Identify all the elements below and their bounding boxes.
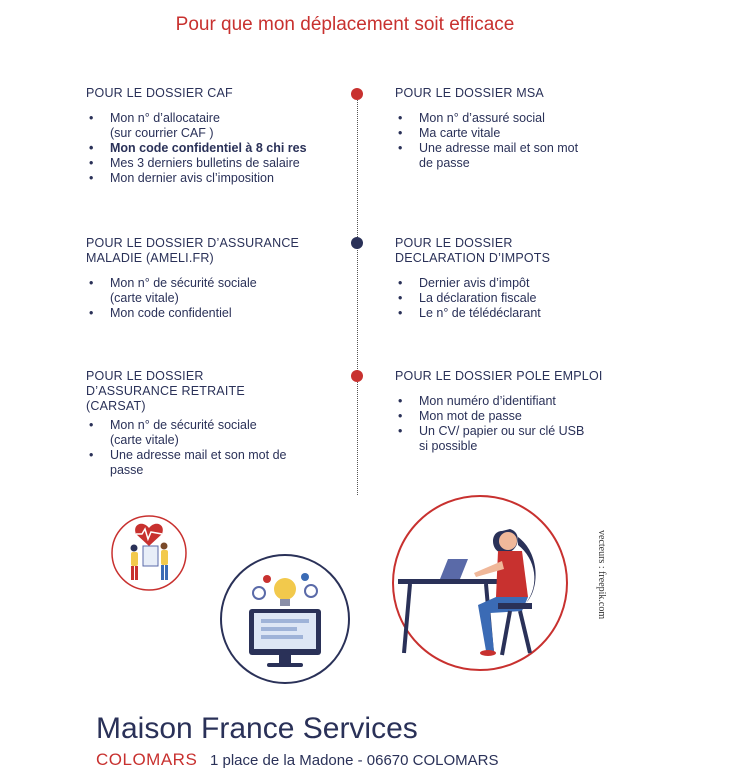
- list-item: Ma carte vitale: [395, 126, 625, 141]
- section-pole-emploi: POUR LE DOSSIER POLE EMPLOI Mon numéro d…: [395, 369, 625, 454]
- list-item: Mon code confidentiel: [86, 306, 346, 321]
- credit-text: vecteurs : freepik.com: [596, 530, 607, 620]
- list-item: Mes 3 derniers bulletins de salaire: [86, 156, 346, 171]
- section-impots-title: POUR LE DOSSIER DECLARATION D’IMPOTS: [395, 236, 551, 265]
- list-item: Mon n° d’assuré social: [395, 111, 625, 126]
- section-carsat: POUR LE DOSSIER D’ASSURANCE RETRAITE (CA…: [86, 369, 346, 478]
- section-ameli-title: POUR LE DOSSIER D’ASSURANCE MALADIE (AME…: [86, 236, 300, 265]
- section-impots: POUR LE DOSSIER DECLARATION D’IMPOTS Der…: [395, 236, 625, 321]
- section-caf-title: POUR LE DOSSIER CAF: [86, 86, 233, 100]
- list-item: Une adresse mail et son mot de passe: [86, 448, 346, 478]
- list-item: Le n° de télédéclarant: [395, 306, 625, 321]
- list-item: Mon mot de passe: [395, 409, 625, 424]
- woman-laptop-illustration: [392, 495, 568, 671]
- list-item: Mon n° de sécurité sociale (carte vitale…: [86, 418, 346, 448]
- section-caf: POUR LE DOSSIER CAF Mon n° d’allocataire…: [86, 86, 346, 186]
- section-pole-emploi-title: POUR LE DOSSIER POLE EMPLOI: [395, 369, 603, 383]
- timeline-line: [357, 90, 358, 495]
- list-item: Un CV/ papier ou sur clé USB si possible: [395, 424, 625, 454]
- list-item: Mon n° de sécurité sociale (carte vitale…: [86, 276, 346, 306]
- timeline-dot-navy: [351, 237, 363, 249]
- section-msa: POUR LE DOSSIER MSA Mon n° d’assuré soci…: [395, 86, 625, 171]
- computer-idea-illustration: [220, 554, 350, 684]
- section-ameli: POUR LE DOSSIER D’ASSURANCE MALADIE (AME…: [86, 236, 346, 321]
- health-illustration: [111, 515, 187, 591]
- list-item: Mon n° d’allocataire (sur courrier CAF ): [86, 111, 346, 141]
- list-item: Mon code confidentiel à 8 chi res: [86, 141, 346, 156]
- list-item: Mon dernier avis cl’imposition: [86, 171, 346, 186]
- list-item: La déclaration fiscale: [395, 291, 625, 306]
- list-item: Mon numéro d’identifiant: [395, 394, 625, 409]
- organization-city: COLOMARS: [96, 750, 198, 769]
- organization-name: Maison France Services: [96, 712, 418, 745]
- section-carsat-title: POUR LE DOSSIER D’ASSURANCE RETRAITE (CA…: [86, 369, 245, 413]
- timeline-dot-red: [351, 370, 363, 382]
- list-item: Une adresse mail et son mot de passe: [395, 141, 625, 171]
- section-msa-title: POUR LE DOSSIER MSA: [395, 86, 544, 100]
- timeline-dot-red: [351, 88, 363, 100]
- list-item: Dernier avis d’impôt: [395, 276, 625, 291]
- page-title: Pour que mon déplacement soit efficace: [175, 14, 515, 35]
- organization-address: 1 place de la Madone - 06670 COLOMARS: [210, 752, 499, 769]
